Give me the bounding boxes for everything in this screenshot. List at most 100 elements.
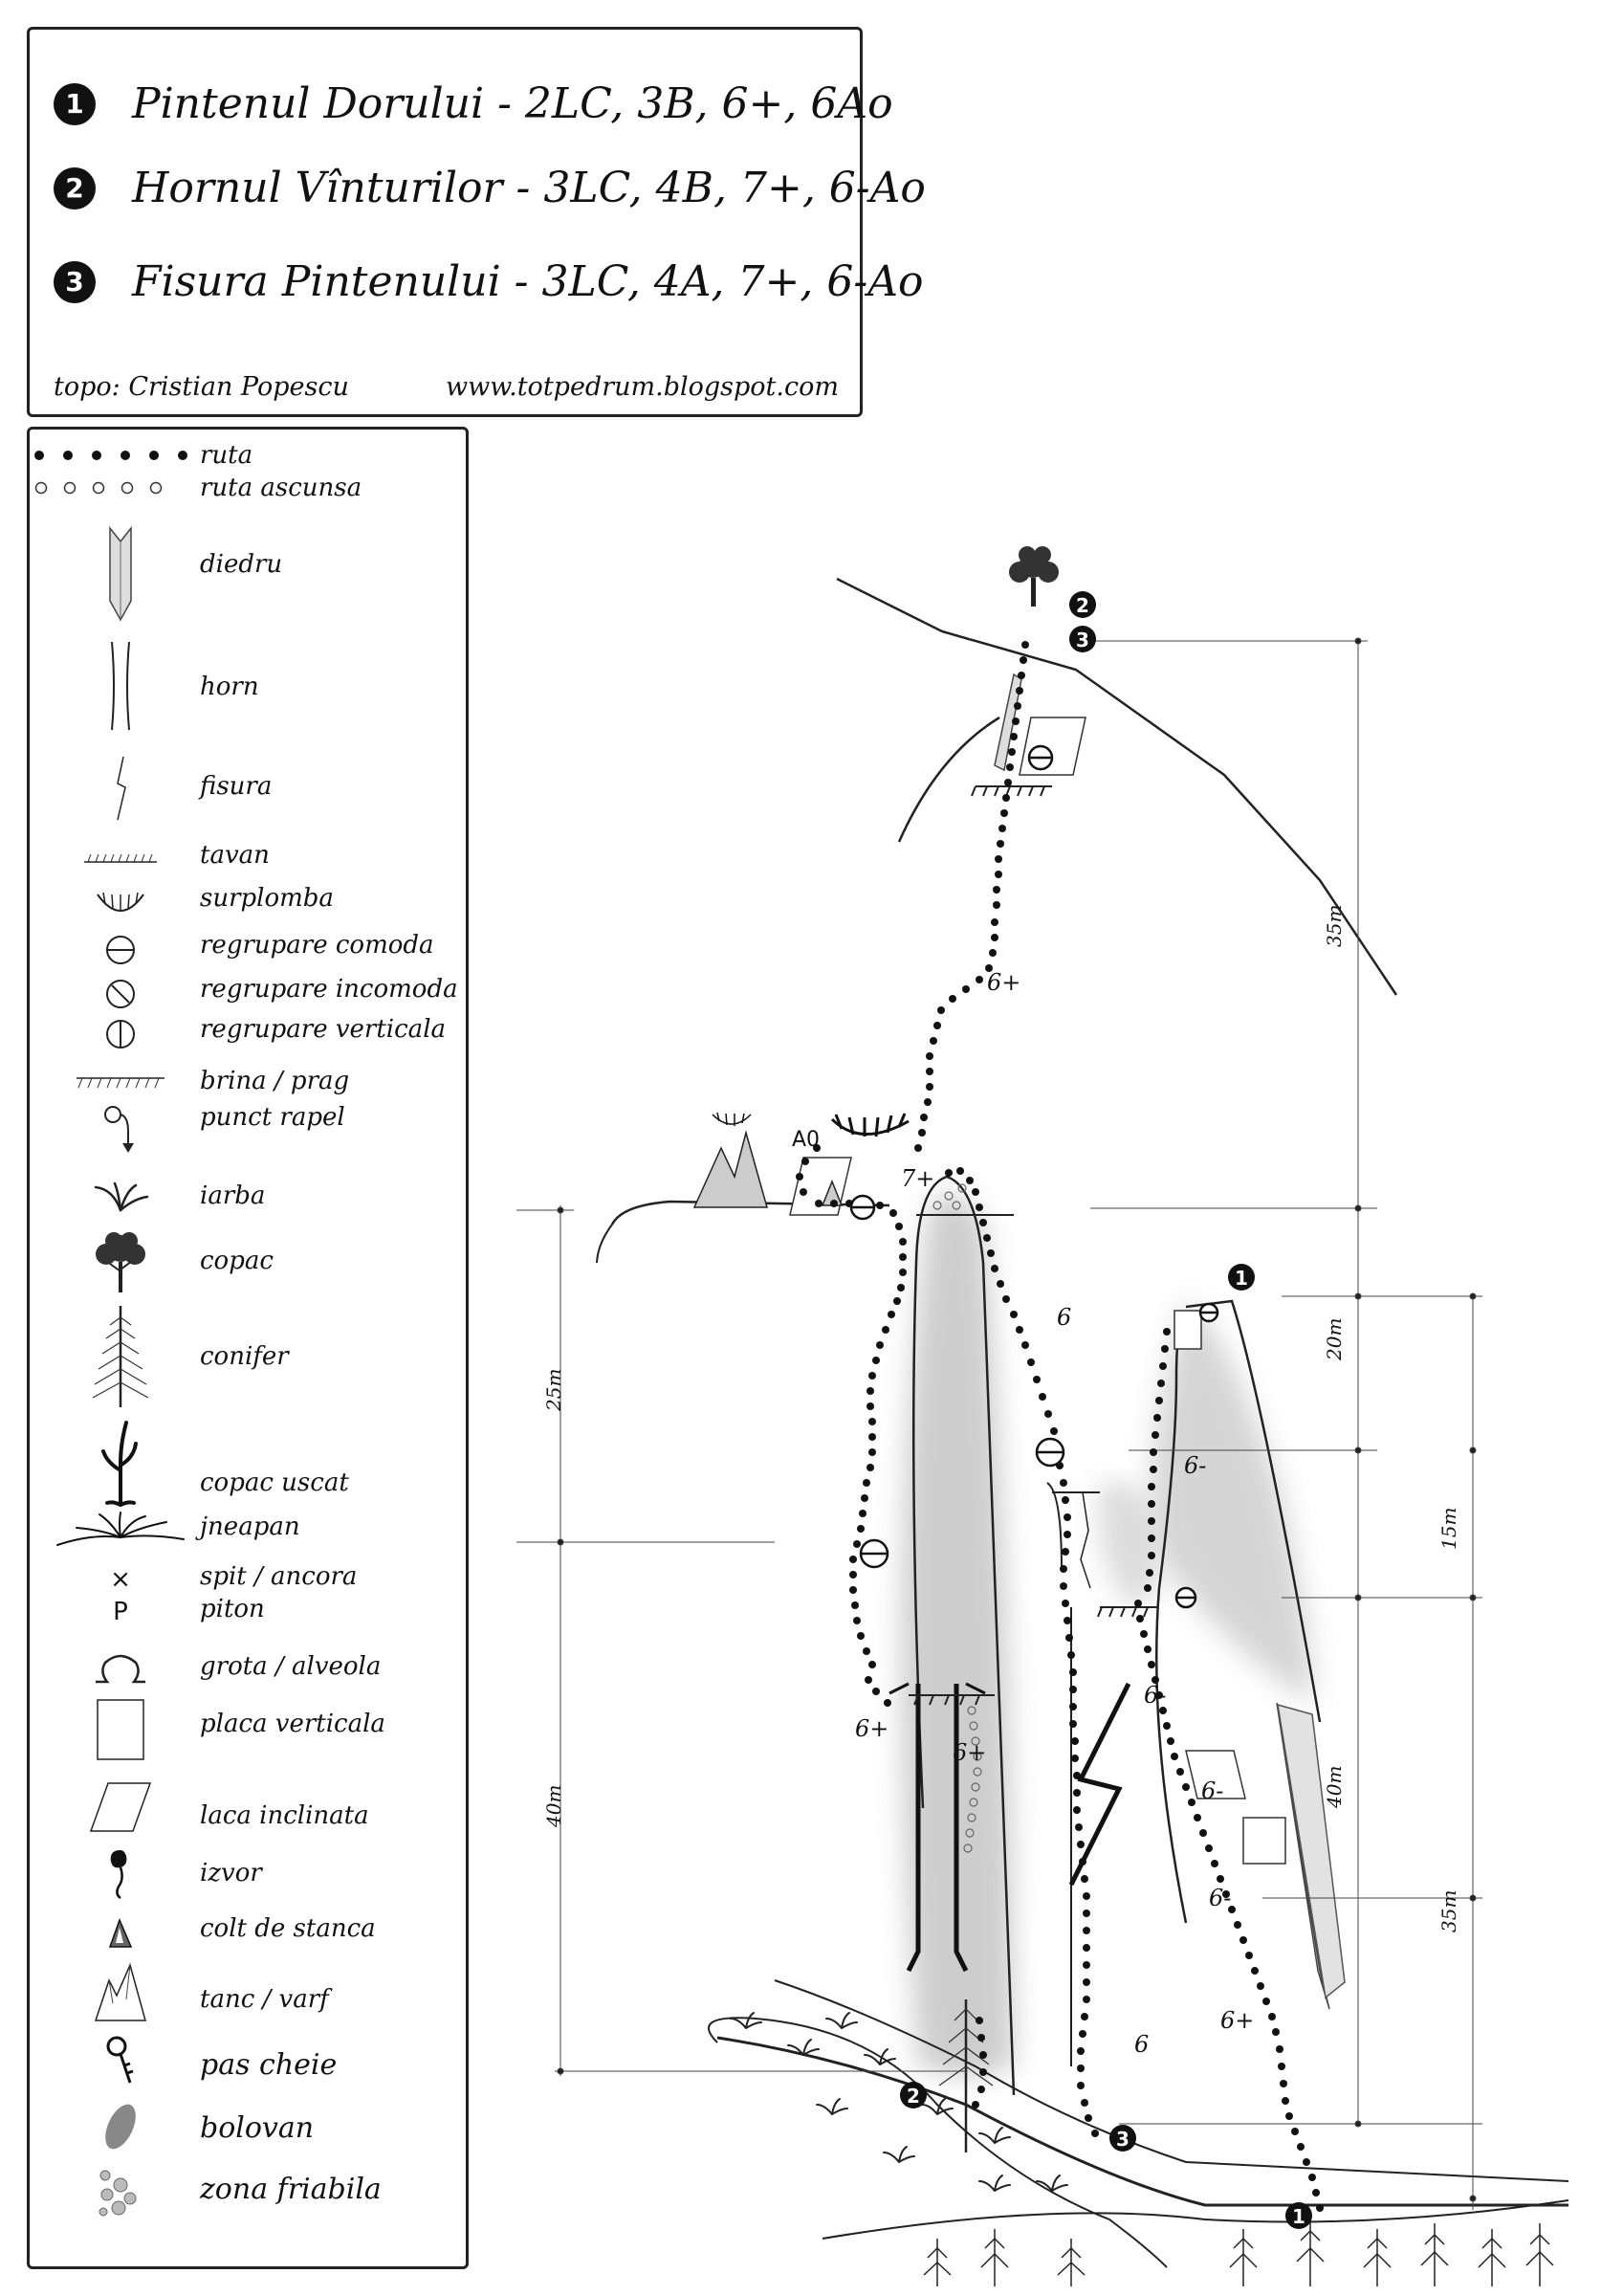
- legend-label: tanc / varf: [200, 1985, 329, 2014]
- base-lower-line: [822, 2199, 1569, 2240]
- legend-dihedral: diedru: [30, 521, 460, 627]
- hollow-dotted-line-icon: [33, 474, 186, 502]
- conifer-icon: [30, 1304, 211, 1409]
- legend-route: ruta: [30, 441, 460, 479]
- legend-boulder: bolovan: [30, 2098, 460, 2155]
- small-crack: [1080, 1491, 1091, 1589]
- belay-stations: [849, 744, 1219, 1609]
- dihedral-icon: [30, 521, 211, 627]
- legend-piton: P piton: [30, 1595, 460, 1633]
- marker-1-top: 1: [1235, 1267, 1248, 1290]
- grade-label: 7+: [901, 1165, 934, 1192]
- route-number-2: 2: [54, 166, 96, 210]
- pinnacle-left: [692, 1130, 768, 1208]
- legend-label: diedru: [200, 550, 283, 579]
- route-2-line: 2 Hornul Vînturilor - 3LC, 4B, 7+, 6-Ao: [54, 164, 926, 212]
- legend-label: jneapan: [200, 1512, 300, 1541]
- legend-ledge: brina / prag: [30, 1067, 460, 1105]
- vertical-belay-icon: [30, 1017, 211, 1051]
- uncomfortable-belay-icon: [30, 977, 211, 1011]
- skyline-right: [836, 577, 1398, 996]
- spring-icon: [30, 1847, 211, 1901]
- overhang-ao: [830, 1113, 910, 1137]
- dead-tree-icon: [30, 1415, 211, 1507]
- legend-label: copac uscat: [200, 1468, 349, 1497]
- route-number-1: 1: [54, 82, 96, 125]
- grade-label: 6-: [1184, 1452, 1206, 1479]
- grade-label: 6-: [1209, 1885, 1231, 1911]
- dihedral-bottom: [1276, 1702, 1330, 2010]
- grade-label: 6+: [855, 1715, 888, 1742]
- right-pillar-inner: [1155, 1310, 1188, 1924]
- legend-spring: izvor: [30, 1847, 460, 1901]
- grass-icons: [730, 2012, 1068, 2192]
- legend-label: spit / ancora: [200, 1562, 358, 1591]
- legend-label: regrupare comoda: [200, 931, 434, 960]
- chimney-left-wall: [906, 1684, 921, 1973]
- legend-crack: fisura: [30, 755, 460, 822]
- ledge-left: [610, 1200, 890, 1225]
- legend-label: colt de stanca: [200, 1914, 376, 1943]
- cave-icon: [30, 1652, 211, 1687]
- legend-hidden-route: ruta ascunsa: [30, 474, 460, 512]
- bolt-icon: ×: [110, 1565, 131, 1594]
- legend-label: conifer: [200, 1342, 289, 1371]
- legend-vertical-slab: placa verticala: [30, 1698, 460, 1761]
- key-icon: [30, 2035, 211, 2088]
- distance-label: 25m: [542, 1369, 565, 1412]
- grade-label: 6: [1134, 2031, 1149, 2058]
- legend-inclined-slab: laca inclinata: [30, 1780, 460, 1834]
- ledges: [909, 785, 1157, 1706]
- legend-rock-spike: colt de stanca: [30, 1914, 460, 1953]
- rock-spike-icon: [30, 1916, 211, 1951]
- measure-right: [1071, 637, 1482, 2210]
- legend-chimney: horn: [30, 638, 460, 734]
- boulder-icon: [30, 2098, 211, 2155]
- legend-grass: iarba: [30, 1178, 460, 1216]
- distance-label: 35m: [1437, 1890, 1460, 1932]
- legend-label: placa verticala: [200, 1710, 385, 1738]
- legend-label: zona friabila: [200, 2173, 382, 2206]
- title-box: 1 Pintenul Dorului - 2LC, 3B, 6+, 6Ao 2 …: [27, 27, 926, 417]
- grade-label: 6+: [1220, 2007, 1254, 2034]
- grass-icon: [30, 1178, 211, 1216]
- piton-icon: P: [113, 1598, 128, 1626]
- distance-label: 35m: [1323, 905, 1346, 947]
- legend-label: izvor: [200, 1859, 262, 1888]
- roof-icon: [30, 847, 211, 870]
- crack-icon: [30, 755, 211, 822]
- legend-label: copac: [200, 1247, 274, 1275]
- legend-label: punct rapel: [200, 1103, 345, 1132]
- main-pillar-outline: [911, 1175, 1016, 2096]
- route-markers: 2 3 1 2 3 1: [900, 591, 1312, 2229]
- legend-loose-rock: zona friabila: [30, 2165, 460, 2222]
- legend-conifer: conifer: [30, 1304, 460, 1409]
- legend-label: brina / prag: [200, 1067, 350, 1095]
- ledge-icon: [30, 1071, 211, 1093]
- grade-label: 6+: [987, 969, 1020, 996]
- distance-label: 40m: [542, 1785, 565, 1828]
- rappel-point-icon: [30, 1103, 211, 1157]
- legend-label: piton: [200, 1595, 265, 1623]
- chimney-top-marks: [888, 1682, 986, 1695]
- marker-3-top: 3: [1076, 629, 1089, 651]
- legend-pinnacle: tanc / varf: [30, 1960, 460, 2023]
- marker-3-start: 3: [1116, 2128, 1130, 2151]
- legend-label: tavan: [200, 841, 270, 870]
- topo-diagram: 2 3 1 2 3 1 6+ 7+ A0 6 6- 6+ 6+ 6- 6- 6+…: [516, 546, 1569, 2286]
- overhang-pinnacle: [712, 1112, 752, 1126]
- inclined-slab-lower: [1185, 1750, 1246, 1799]
- topo-author: topo: Cristian Popescu: [54, 372, 349, 402]
- legend-comfortable-belay: regrupare comoda: [30, 931, 460, 969]
- legend-tree: copac: [30, 1229, 460, 1298]
- legend-label: regrupare incomoda: [200, 975, 458, 1004]
- distance-label: 20m: [1323, 1318, 1346, 1361]
- marker-2-top: 2: [1076, 594, 1089, 617]
- legend-vertical-belay: regrupare verticala: [30, 1015, 460, 1053]
- legend-label: regrupare verticala: [200, 1015, 447, 1044]
- conifer-row: [923, 2219, 1554, 2286]
- legend-label: laca inclinata: [200, 1801, 369, 1830]
- right-pillar-outer: [1185, 1299, 1322, 1723]
- legend-label: horn: [200, 673, 259, 701]
- chimney-icon: [30, 638, 211, 734]
